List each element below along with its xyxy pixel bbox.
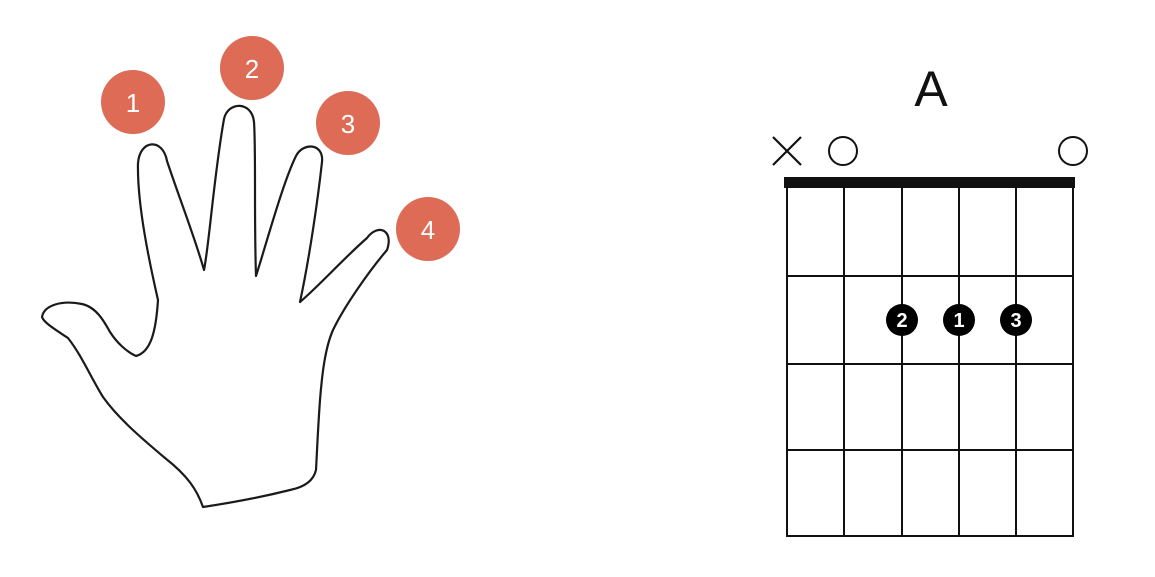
open-string-marker [1058, 136, 1088, 166]
finger-label-2: 2 [245, 54, 259, 84]
finger-dot-string-4: 1 [943, 304, 975, 336]
hand-outline [40, 104, 390, 509]
finger-badge-2: 2 [220, 36, 284, 100]
finger-badge-4: 4 [396, 197, 460, 261]
hand-illustration [40, 104, 390, 509]
open-string-marker [828, 136, 858, 166]
finger-dot-label: 1 [953, 310, 964, 332]
chord-name: A [914, 61, 948, 117]
finger-badge-circle [220, 36, 284, 100]
finger-badge-circle [316, 91, 380, 155]
finger-dot [943, 304, 975, 336]
finger-badge-3: 3 [316, 91, 380, 155]
finger-label-3: 3 [341, 109, 355, 139]
muted-string-marker [772, 136, 802, 166]
finger-badge-1: 1 [101, 70, 165, 134]
finger-dot [1000, 304, 1032, 336]
finger-dot-label: 2 [896, 310, 907, 332]
finger-label-1: 1 [126, 88, 140, 118]
string-markers [772, 136, 1088, 166]
chord-chart: A [772, 61, 1088, 537]
finger-dot [886, 304, 918, 336]
frets [786, 275, 1074, 537]
finger-dot-label: 3 [1010, 310, 1021, 332]
muted-x-stroke [772, 136, 802, 166]
finger-badge-circle [396, 197, 460, 261]
finger-label-4: 4 [421, 215, 435, 245]
strings [786, 182, 1074, 537]
finger-dot-string-3: 2 [886, 304, 918, 336]
nut [784, 177, 1075, 188]
finger-dot-string-5: 3 [1000, 304, 1032, 336]
finger-badge-circle [101, 70, 165, 134]
